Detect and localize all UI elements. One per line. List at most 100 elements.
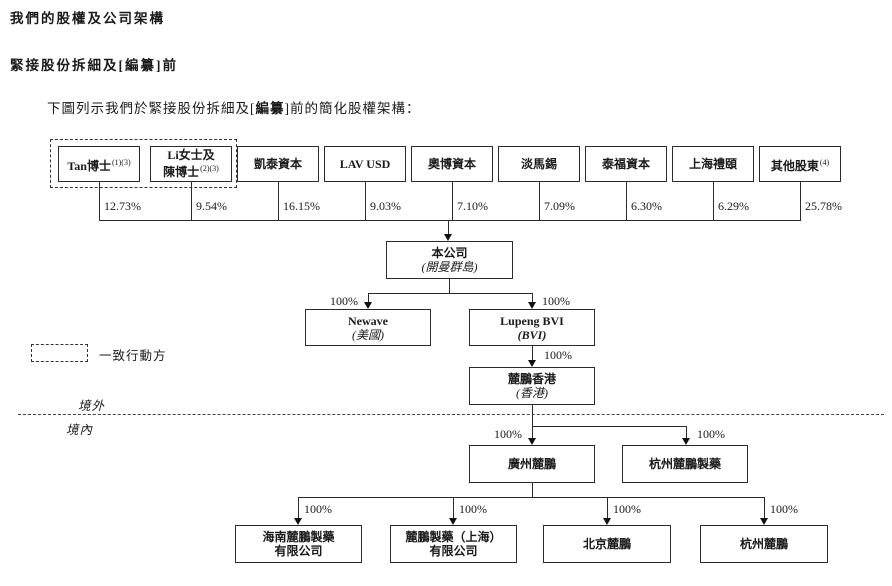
- region-onshore-label: 境內: [66, 423, 94, 437]
- connector-line: [800, 182, 801, 220]
- ownership-pct: 100%: [304, 502, 332, 516]
- arrow-down: [444, 234, 452, 241]
- legend-dashed-box: [31, 344, 88, 362]
- connector-line: [278, 182, 279, 220]
- connector-line: [365, 182, 366, 220]
- entity-name: 其他股東(4): [770, 157, 830, 173]
- entity-name: 麓鵬香港: [507, 372, 556, 386]
- ownership-pct: 7.10%: [457, 199, 488, 213]
- shareholder-box-temasek: 淡馬錫: [498, 146, 580, 182]
- connector-line: [99, 182, 100, 220]
- shareholder-box-tan: Tan博士(1)(3): [58, 146, 140, 182]
- shareholder-box-lav-usd: LAV USD: [324, 146, 406, 182]
- entity-name: 麓鵬製藥（上海）: [405, 530, 502, 544]
- shareholder-box-orbimed: 奧博資本: [411, 146, 493, 182]
- entity-box-beijing: 北京麓鵬: [543, 525, 671, 563]
- entity-name: 本公司: [431, 246, 468, 260]
- entity-box-lupeng-bvi: Lupeng BVI (BVI): [469, 309, 595, 346]
- footnote-ref: (2)(3): [200, 164, 219, 173]
- entity-jurisdiction: (美國): [352, 327, 384, 342]
- connector-line: [453, 497, 454, 518]
- entity-name: 北京麓鵬: [582, 537, 631, 551]
- arrow-down: [603, 518, 611, 525]
- shareholder-box-taifu: 泰福資本: [585, 146, 667, 182]
- footnote-ref: (4): [819, 157, 830, 167]
- connector-split: [368, 293, 532, 294]
- ownership-pct: 100%: [697, 427, 725, 441]
- footnote-ref: (1)(3): [111, 157, 131, 167]
- connector-bus: [99, 220, 801, 221]
- shareholder-box-li-chen: Li女士及 陳博士(2)(3): [150, 146, 232, 182]
- entity-name: 陳博士(2)(3): [163, 164, 219, 179]
- connector-line: [532, 426, 533, 438]
- entity-name: Li女士及: [167, 148, 215, 162]
- connector-split: [532, 426, 686, 427]
- legend-label: 一致行動方: [99, 349, 167, 363]
- shareholder-box-kaitai: 凱泰資本: [237, 146, 319, 182]
- connector-line: [191, 182, 192, 220]
- entity-name: 杭州麓鵬: [739, 537, 788, 551]
- offshore-onshore-divider: [18, 414, 884, 415]
- arrow-down: [449, 518, 457, 525]
- shareholder-box-other: 其他股東(4): [759, 146, 841, 182]
- ownership-pct: 7.09%: [544, 199, 575, 213]
- shareholder-box-shanghai-liyi: 上海禮頤: [672, 146, 754, 182]
- connector-line: [532, 483, 533, 497]
- arrow-down: [528, 302, 536, 309]
- connector-line: [368, 293, 369, 302]
- entity-box-lupeng-hk: 麓鵬香港 (香港): [469, 367, 595, 405]
- connector-line: [532, 293, 533, 302]
- connector-line: [539, 182, 540, 220]
- connector-line: [449, 279, 450, 293]
- connector-line: [532, 405, 533, 426]
- ownership-pct: 9.03%: [370, 199, 401, 213]
- ownership-pct: 100%: [494, 427, 522, 441]
- connector-bus: [298, 497, 764, 498]
- ownership-pct: 9.54%: [196, 199, 227, 213]
- entity-name: 廣州麓鵬: [507, 457, 556, 471]
- connector-line: [298, 497, 299, 518]
- acting-in-concert-group-outline: [50, 139, 237, 188]
- region-offshore-label: 境外: [78, 399, 106, 413]
- arrow-down: [528, 438, 536, 445]
- ownership-pct: 100%: [613, 502, 641, 516]
- entity-jurisdiction: (香港): [516, 386, 548, 400]
- connector-line: [713, 182, 714, 220]
- entity-name: 泰福資本: [601, 157, 650, 171]
- arrow-down: [760, 518, 768, 525]
- arrow-down: [364, 302, 372, 309]
- entity-box-hangzhou: 杭州麓鵬: [700, 525, 828, 563]
- entity-name: 奧博資本: [427, 157, 476, 171]
- arrow-down: [682, 438, 690, 445]
- entity-box-hangzhou-pharma: 杭州麓鵬製藥: [622, 445, 748, 483]
- entity-box-shanghai: 麓鵬製藥（上海） 有限公司: [390, 525, 517, 563]
- intro-text: 下圖列示我們於緊接股份拆細及[編纂]前的簡化股權架構：: [47, 97, 421, 117]
- entity-box-guangzhou: 廣州麓鵬: [469, 445, 595, 483]
- arrow-down: [294, 518, 302, 525]
- connector-line: [764, 497, 765, 518]
- ownership-pct: 16.15%: [283, 199, 320, 213]
- entity-name: 淡馬錫: [520, 157, 557, 171]
- ownership-pct: 100%: [459, 502, 487, 516]
- ownership-pct: 12.73%: [104, 199, 141, 213]
- ownership-pct: 100%: [330, 294, 358, 308]
- entity-name: 海南麓鵬製藥: [262, 530, 335, 544]
- ownership-pct: 6.30%: [631, 199, 662, 213]
- arrow-down: [528, 360, 536, 367]
- entity-name: 凱泰資本: [253, 157, 302, 171]
- intro-pre: 下圖列示我們於緊接股份拆細及[: [47, 101, 256, 116]
- company-box: 本公司 (開曼群島): [386, 241, 513, 279]
- ownership-pct: 100%: [544, 348, 572, 362]
- entity-box-newave: Newave (美國): [305, 309, 431, 346]
- entity-name: 杭州麓鵬製藥: [648, 457, 721, 471]
- connector-line: [626, 182, 627, 220]
- ownership-pct: 100%: [542, 294, 570, 308]
- page-title: 我們的股權及公司架構: [10, 11, 165, 26]
- connector-line: [607, 497, 608, 518]
- connector-line: [686, 426, 687, 438]
- entity-jurisdiction: (BVI): [517, 327, 547, 342]
- connector-line: [532, 346, 533, 360]
- entity-name: Newave: [348, 313, 388, 328]
- entity-box-hainan: 海南麓鵬製藥 有限公司: [235, 525, 362, 563]
